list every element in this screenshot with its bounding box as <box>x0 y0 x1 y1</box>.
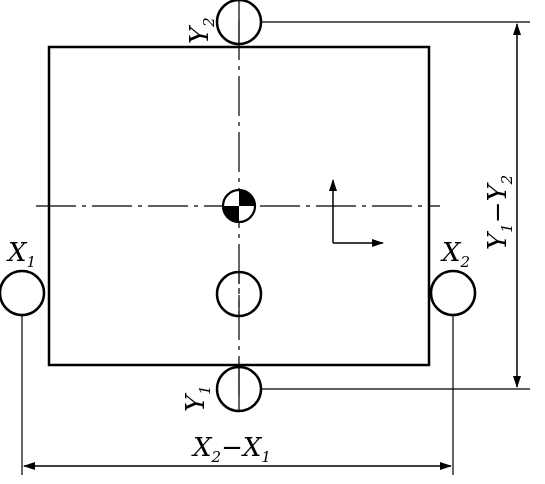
probe-x2 <box>429 269 477 317</box>
label-dimension-y1-minus-y2: Y1−Y2 <box>483 175 516 250</box>
label-dimension-x2-minus-x1: X2−X1 <box>191 433 271 466</box>
label-x1: X1 <box>6 238 36 271</box>
label-x2: X2 <box>440 238 470 271</box>
label-y1: Y1 <box>181 385 214 412</box>
svg-text:Y1: Y1 <box>181 385 214 412</box>
svg-text:Y2: Y2 <box>185 17 218 44</box>
probe-x1 <box>0 269 46 317</box>
center-symbol-icon <box>221 188 257 224</box>
svg-text:Y1−Y2: Y1−Y2 <box>483 175 516 250</box>
label-y2: Y2 <box>185 17 218 44</box>
